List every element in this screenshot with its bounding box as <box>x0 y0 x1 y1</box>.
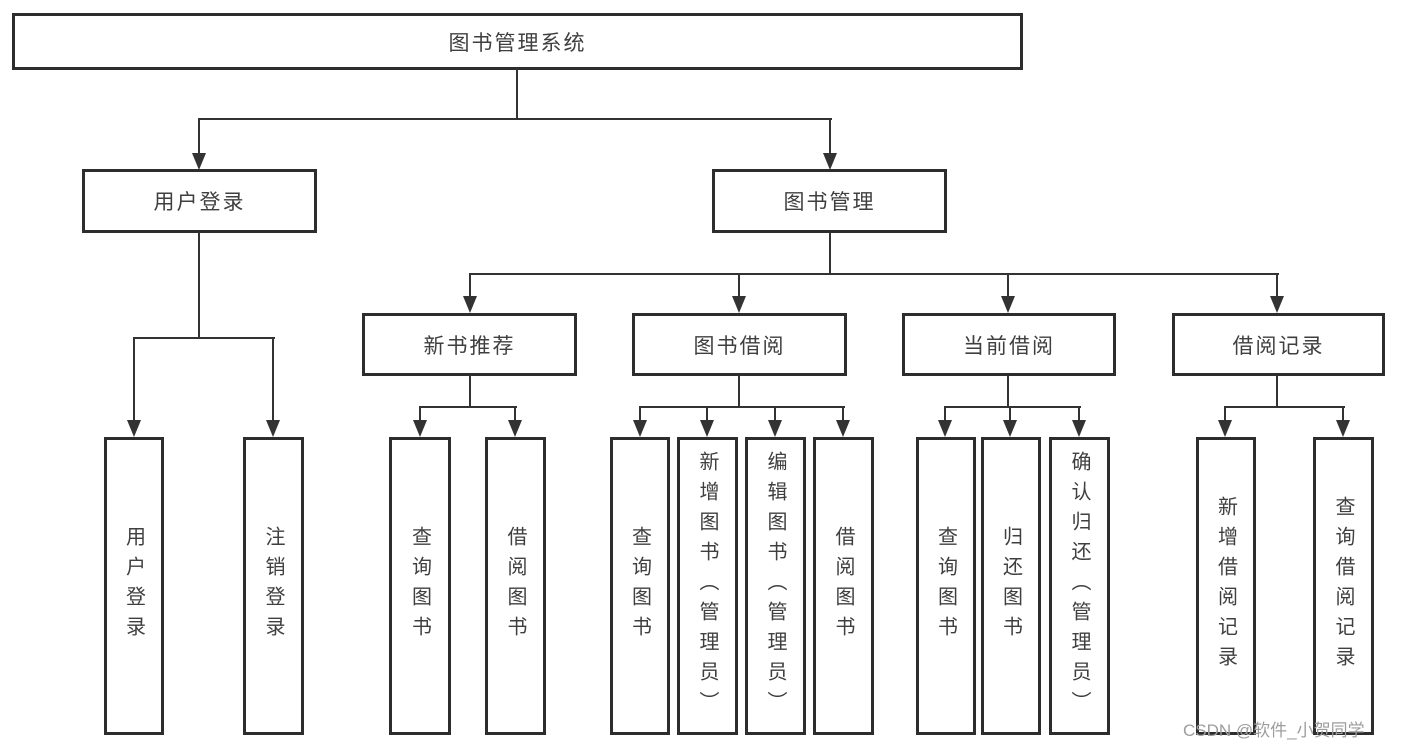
connector-drop-book-borrow <box>738 273 740 298</box>
arrowhead-book-borrow <box>732 296 746 313</box>
connector-drop-current-return <box>1009 406 1011 422</box>
leaf-newbooks-query-label: 查询图书 <box>408 526 431 646</box>
leaf-newbooks-borrow: 借阅图书 <box>485 437 546 735</box>
leaf-user-login-label: 用户登录 <box>122 526 145 646</box>
connector-drop-current-borrow <box>1007 273 1009 298</box>
connector-drop-book-management <box>829 118 831 155</box>
arrowhead-newbooks-query <box>413 420 427 437</box>
node-user-login: 用户登录 <box>82 169 317 233</box>
leaf-borrow-borrow: 借阅图书 <box>813 437 874 735</box>
arrowhead-records-query <box>1336 420 1350 437</box>
node-current-borrow: 当前借阅 <box>902 313 1116 376</box>
node-borrow-records-label: 借阅记录 <box>1232 334 1325 358</box>
connector-userlogin-stem <box>198 232 200 339</box>
connector-bookborrow-stem <box>738 375 740 408</box>
node-borrow-records: 借阅记录 <box>1172 313 1385 376</box>
leaf-newbooks-query: 查询图书 <box>389 437 451 735</box>
leaf-records-add-label: 新增借阅记录 <box>1214 496 1237 676</box>
arrowhead-borrow-query <box>633 420 647 437</box>
node-book-borrow-label: 图书借阅 <box>693 334 786 358</box>
connector-drop-leaf-user-login <box>133 337 135 422</box>
connector-bookmgmt-stem <box>829 232 831 274</box>
connector-drop-borrow-edit <box>774 406 776 422</box>
node-user-login-label: 用户登录 <box>153 191 246 214</box>
leaf-borrow-borrow-label: 借阅图书 <box>832 526 854 646</box>
connector-drop-borrow-query <box>639 406 641 422</box>
connector-drop-current-confirm <box>1078 406 1080 422</box>
connector-drop-borrow-add <box>706 406 708 422</box>
leaf-borrow-edit-label: 编辑图书（管理员） <box>764 451 786 721</box>
node-current-borrow-label: 当前借阅 <box>963 334 1055 358</box>
connector-drop-records-query <box>1342 406 1344 422</box>
connector-drop-borrow-records <box>1276 273 1278 298</box>
connector-root-stem <box>516 68 518 119</box>
leaf-current-return-label: 归还图书 <box>999 526 1022 646</box>
connector-drop-user-login <box>198 118 200 155</box>
leaf-current-confirm-return: 确认归还（管理员） <box>1049 437 1110 735</box>
node-book-borrow: 图书借阅 <box>632 313 847 376</box>
connector-level3-bar <box>469 273 1279 275</box>
arrowhead-user-login <box>192 153 206 170</box>
arrowhead-newbooks-borrow <box>508 420 522 437</box>
leaf-newbooks-borrow-label: 借阅图书 <box>504 526 526 646</box>
connector-currentborrow-bar <box>944 406 1081 408</box>
node-book-management-label: 图书管理 <box>783 191 876 214</box>
leaf-records-query-label: 查询借阅记录 <box>1332 496 1354 676</box>
connector-drop-new-book <box>469 273 471 298</box>
connector-bookborrow-bar <box>639 406 845 408</box>
connector-drop-newbooks-query <box>419 406 421 422</box>
arrowhead-current-borrow <box>1001 296 1015 313</box>
connector-newbook-stem <box>469 375 471 408</box>
node-new-book-recommend-label: 新书推荐 <box>423 334 516 358</box>
arrowhead-new-book <box>463 296 477 313</box>
leaf-user-login: 用户登录 <box>104 437 164 735</box>
arrowhead-borrow-records <box>1270 296 1284 313</box>
leaf-current-query-label: 查询图书 <box>934 526 957 646</box>
leaf-records-query: 查询借阅记录 <box>1313 437 1374 735</box>
arrowhead-current-confirm <box>1072 420 1086 437</box>
connector-drop-newbooks-borrow <box>514 406 516 422</box>
connector-userlogin-bar <box>133 337 275 339</box>
leaf-logout-label: 注销登录 <box>262 526 284 646</box>
connector-newbook-bar <box>419 406 517 408</box>
arrowhead-current-return <box>1003 420 1017 437</box>
connector-records-stem <box>1276 375 1278 408</box>
connector-currentborrow-stem <box>1007 375 1009 408</box>
leaf-borrow-add: 新增图书（管理员） <box>677 437 738 735</box>
connector-drop-records-add <box>1224 406 1226 422</box>
node-root: 图书管理系统 <box>12 13 1023 70</box>
leaf-records-add: 新增借阅记录 <box>1196 437 1256 735</box>
node-new-book-recommend: 新书推荐 <box>362 313 577 376</box>
leaf-borrow-query: 查询图书 <box>610 437 670 735</box>
node-root-label: 图书管理系统 <box>448 31 587 55</box>
leaf-borrow-query-label: 查询图书 <box>628 526 651 646</box>
leaf-current-confirm-return-label: 确认归还（管理员） <box>1068 451 1090 721</box>
leaf-borrow-edit: 编辑图书（管理员） <box>745 437 806 735</box>
arrowhead-leaf-user-login <box>127 420 141 437</box>
connector-level2-bar <box>198 118 832 120</box>
arrowhead-borrow-edit <box>768 420 782 437</box>
leaf-current-query: 查询图书 <box>916 437 976 735</box>
arrowhead-records-add <box>1218 420 1232 437</box>
leaf-borrow-add-label: 新增图书（管理员） <box>696 451 718 721</box>
csdn-watermark: CSDN @软件_小贺同学 <box>1183 721 1365 740</box>
arrowhead-borrow-add <box>700 420 714 437</box>
connector-drop-leaf-logout <box>272 337 274 422</box>
arrowhead-current-query <box>938 420 952 437</box>
arrowhead-borrow-borrow <box>836 420 850 437</box>
connector-records-bar <box>1224 406 1345 408</box>
node-book-management: 图书管理 <box>712 169 947 233</box>
connector-drop-current-query <box>944 406 946 422</box>
leaf-current-return: 归还图书 <box>981 437 1041 735</box>
arrowhead-book-management <box>823 153 837 170</box>
connector-drop-borrow-borrow <box>842 406 844 422</box>
leaf-logout: 注销登录 <box>243 437 304 735</box>
arrowhead-leaf-logout <box>266 420 280 437</box>
